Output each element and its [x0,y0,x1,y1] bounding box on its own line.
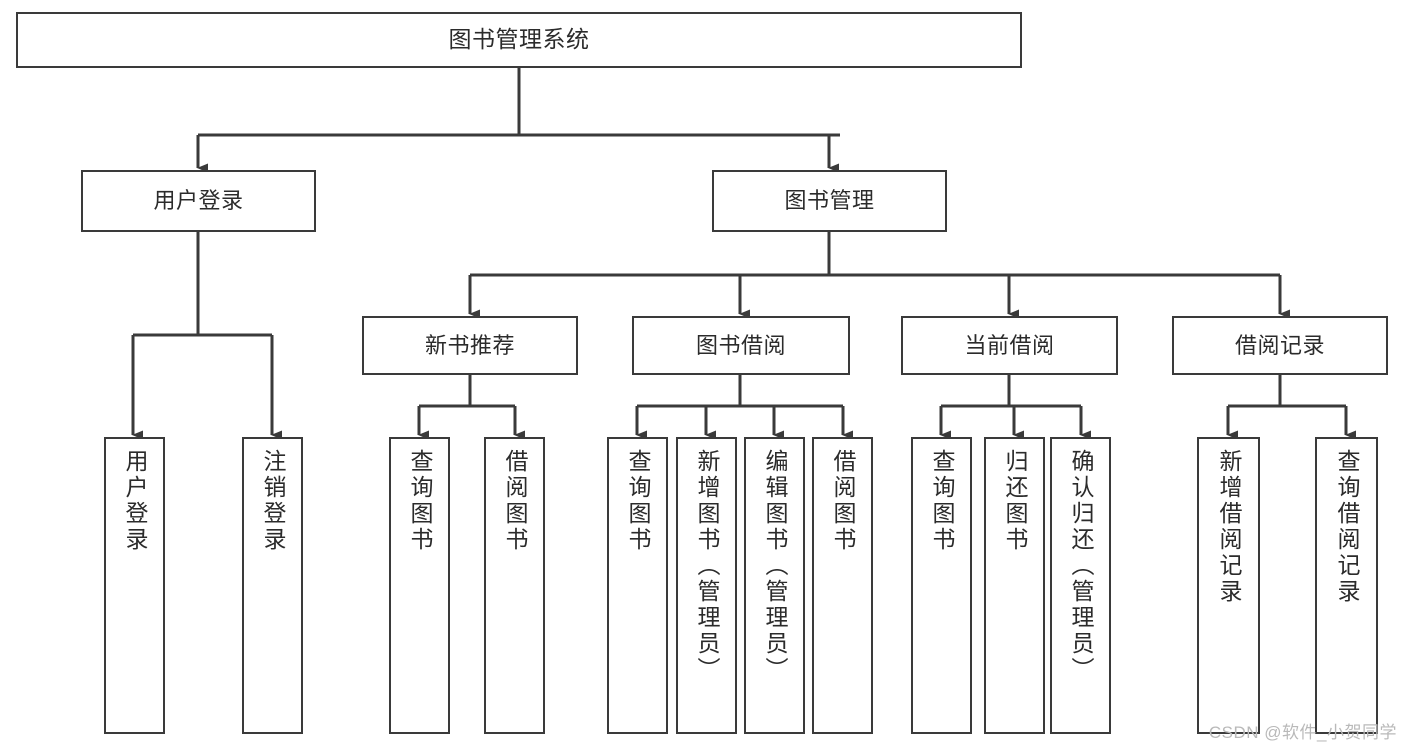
node-leaf-edit-book[interactable]: 编辑图书（管理员） [744,437,805,734]
node-label: 查询图书 [407,449,433,553]
node-book-borrow[interactable]: 图书借阅 [632,316,850,375]
node-leaf-query-record[interactable]: 查询借阅记录 [1315,437,1378,734]
node-label: 借阅记录 [1234,332,1325,358]
node-label: 图书借阅 [695,332,786,358]
node-label: 当前借阅 [964,332,1055,358]
node-label: 用户登录 [153,188,244,214]
node-label: 查询图书 [929,449,955,553]
node-label: 新书推荐 [424,332,515,358]
node-new-book-recommend[interactable]: 新书推荐 [362,316,578,375]
node-leaf-add-book[interactable]: 新增图书（管理员） [676,437,737,734]
node-label: 注销登录 [260,449,286,553]
node-label: 图书管理系统 [448,26,590,53]
node-user-login[interactable]: 用户登录 [81,170,316,232]
node-label: 编辑图书（管理员） [762,449,788,683]
node-leaf-confirm-return[interactable]: 确认归还（管理员） [1050,437,1111,734]
node-leaf-borrow-book-2[interactable]: 借阅图书 [812,437,873,734]
node-leaf-query-book-1[interactable]: 查询图书 [389,437,450,734]
node-label: 归还图书 [1002,449,1028,553]
node-label: 用户登录 [122,449,148,553]
node-label: 图书管理 [784,188,875,214]
node-label: 确认归还（管理员） [1068,449,1094,683]
node-leaf-return-book[interactable]: 归还图书 [984,437,1045,734]
node-leaf-query-book-3[interactable]: 查询图书 [911,437,972,734]
node-label: 新增图书（管理员） [694,449,720,683]
node-leaf-query-book-2[interactable]: 查询图书 [607,437,668,734]
node-label: 新增借阅记录 [1216,449,1242,605]
node-label: 借阅图书 [502,449,528,553]
node-leaf-add-record[interactable]: 新增借阅记录 [1197,437,1260,734]
node-label: 查询借阅记录 [1334,449,1360,605]
node-label: 查询图书 [625,449,651,553]
node-current-borrow[interactable]: 当前借阅 [901,316,1118,375]
watermark-text: CSDN @软件_小贺同学 [1208,723,1397,742]
node-leaf-user-login[interactable]: 用户登录 [104,437,165,734]
node-root-system[interactable]: 图书管理系统 [16,12,1022,68]
node-label: 借阅图书 [830,449,856,553]
node-leaf-user-logout[interactable]: 注销登录 [242,437,303,734]
node-leaf-borrow-book-1[interactable]: 借阅图书 [484,437,545,734]
node-book-manage[interactable]: 图书管理 [712,170,947,232]
node-borrow-record[interactable]: 借阅记录 [1172,316,1388,375]
